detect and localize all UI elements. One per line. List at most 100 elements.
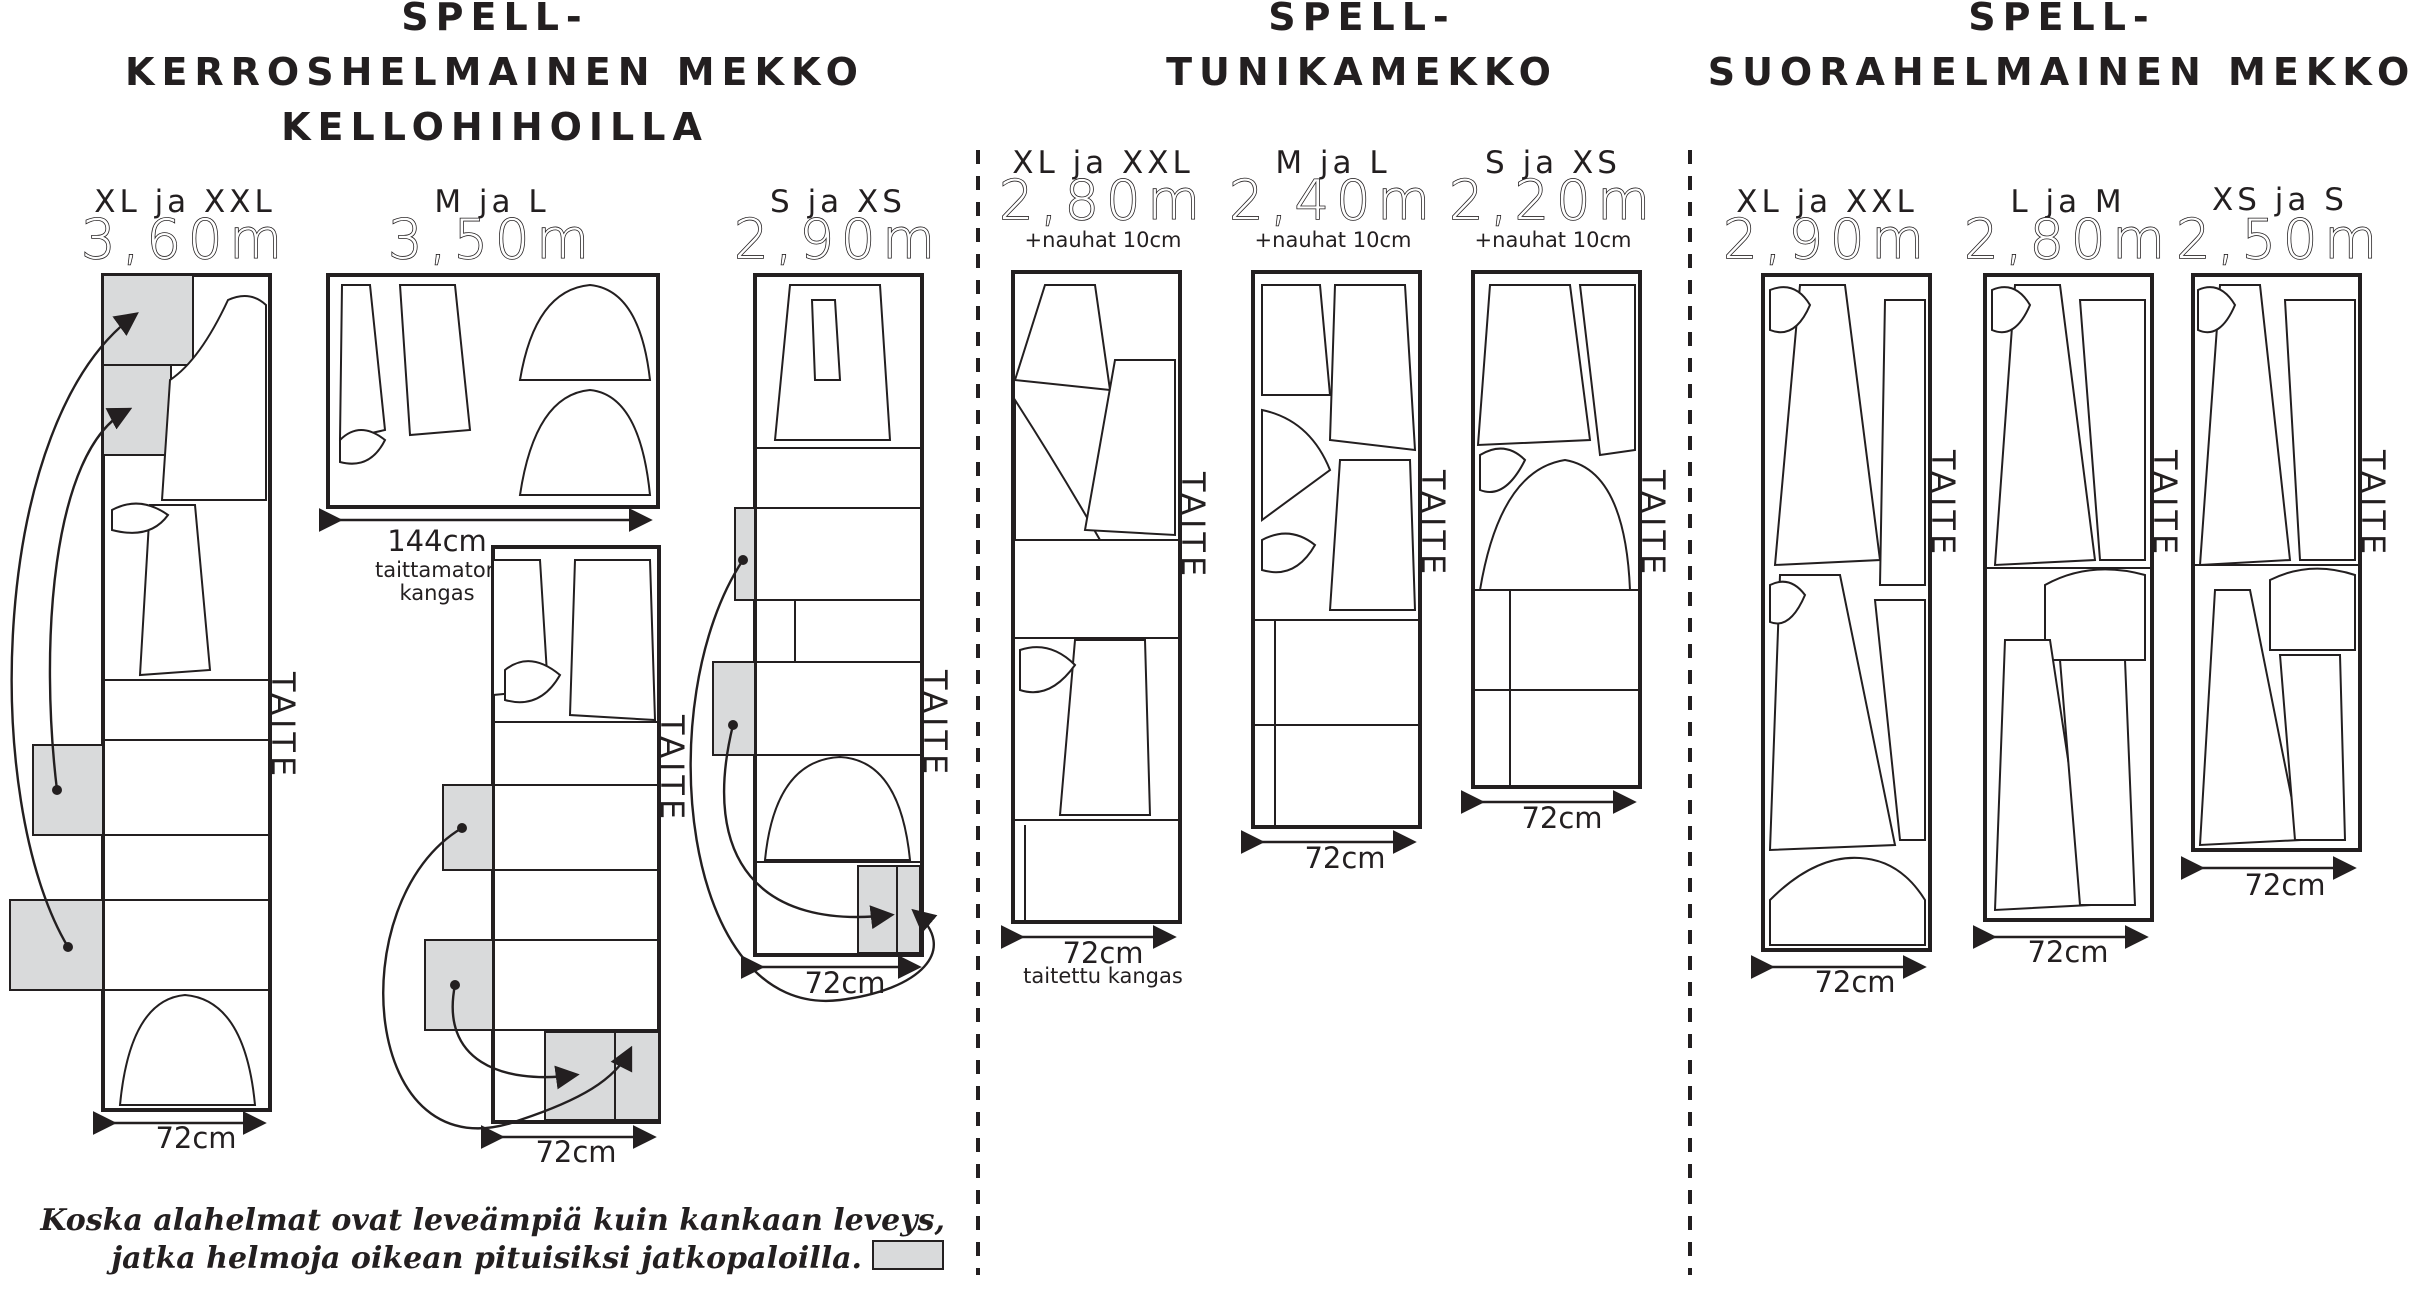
bodice-piece (1578, 284, 1636, 457)
move-arrow (382, 826, 633, 1130)
width-label-s3-l: 72cm (2027, 935, 2108, 969)
fold-label: TAITE (653, 714, 691, 823)
length-s2-xl: 2,80m (999, 169, 1207, 232)
width-label-s2-s: 72cm (1521, 801, 1602, 835)
sleeve-piece (1261, 408, 1332, 522)
section-1-title: SPELL- KERROSHELMAINEN MEKKO KELLOHIHOIL… (125, 0, 865, 149)
fabric-note-unfolded-1: taittamaton (375, 558, 499, 582)
pocket-piece (1261, 532, 1317, 574)
fold-label: TAITE (1174, 471, 1212, 580)
width-label-s1-m: 72cm (535, 1135, 616, 1169)
fold-label: TAITE (2146, 449, 2184, 558)
side-piece (1873, 599, 1926, 841)
layout-s3-xl: TAITE 72cm (1750, 273, 1962, 999)
sleeve-piece (1769, 286, 1812, 334)
extra-s2-m: +nauhat 10cm (1255, 228, 1412, 252)
layout-s3-xs: TAITE 72cm (2180, 273, 2392, 902)
move-arrow (10, 312, 139, 948)
bodice-piece (1261, 284, 1332, 396)
fold-label: TAITE (2354, 449, 2392, 558)
bodice-piece (1058, 639, 1152, 816)
length-s3-xl: 2,90m (1723, 208, 1931, 271)
facing-piece (810, 299, 842, 381)
fold-label: TAITE (1634, 469, 1672, 578)
extra-s2-s: +nauhat 10cm (1475, 228, 1632, 252)
extension-piece (442, 784, 494, 871)
layout-s3-l: TAITE 72cm (1972, 273, 2184, 969)
yoke-piece (2269, 567, 2356, 651)
extension-piece (102, 364, 172, 456)
length-s1-m: 3,50m (388, 208, 596, 271)
size-label-s3-l: L ja M (2010, 184, 2125, 220)
yoke-piece (1769, 856, 1926, 946)
size-label-s2-xl: XL ja XXL (1012, 145, 1194, 181)
size-label-s2-m: M ja L (1275, 145, 1390, 181)
pocket-piece (339, 429, 387, 465)
extension-piece (32, 744, 104, 836)
width-label-s2-m: 72cm (1304, 841, 1385, 875)
extension-piece (712, 661, 756, 756)
section-1-title-line-2: KERROSHELMAINEN MEKKO (125, 50, 865, 94)
bodice-piece (1476, 284, 1592, 447)
width-note-s2-xl: taitettu kangas (1023, 964, 1183, 988)
extension-note: Koska alahelmat ovat leveämpiä kuin kank… (39, 1203, 945, 1276)
layout-s1-s: TAITE 72cm (689, 273, 954, 1003)
move-arrow (451, 984, 580, 1090)
yoke-piece (2044, 568, 2146, 661)
size-label-s3-xl: XL ja XXL (1736, 184, 1918, 220)
size-label-s2-s: S ja XS (1485, 145, 1621, 181)
note-line-2: jatka helmoja oikean pituisiksi jatkopal… (106, 1241, 862, 1276)
length-s3-l: 2,80m (1964, 208, 2172, 271)
section-3-title-line-2: SUORAHELMAINEN MEKKO (1708, 50, 2409, 94)
sleeve-piece (1991, 286, 2032, 334)
arrow-origin-dot (450, 980, 460, 990)
move-arrow (689, 559, 938, 1003)
pocket-piece (1479, 447, 1527, 493)
side-piece (2078, 299, 2146, 561)
length-s2-m: 2,40m (1229, 169, 1437, 232)
width-label-s3-xs: 72cm (2244, 868, 2325, 902)
length-s1-s: 2,90m (734, 208, 942, 271)
section-2-title: SPELL- TUNIKAMEKKO (1166, 0, 1558, 94)
bodice-piece (398, 284, 472, 437)
bodice-piece (160, 295, 267, 501)
width-label-s1-m-top: 144cm (387, 524, 487, 558)
extension-piece (9, 899, 104, 991)
sleeve-piece (111, 502, 170, 534)
extension-piece (857, 865, 921, 954)
arrow-origin-dot (728, 720, 738, 730)
extension-swatch (872, 1240, 944, 1270)
side-piece (2283, 299, 2356, 561)
sleeve-piece (518, 283, 652, 381)
extension-piece (734, 507, 756, 601)
section-2-title-line-1: SPELL- (1268, 0, 1455, 39)
arrow-origin-dot (738, 555, 748, 565)
size-label-s1-xl: XL ja XXL (94, 184, 276, 220)
fold-label: TAITE (1924, 449, 1962, 558)
bodice-piece (138, 504, 212, 677)
move-arrow (722, 724, 895, 930)
side-piece (2278, 654, 2347, 841)
sleeve-piece (2197, 286, 2237, 334)
layout-s2-s: TAITE 72cm (1460, 270, 1672, 835)
skirt-piece (118, 993, 257, 1106)
width-label-s1-xl: 72cm (155, 1121, 236, 1155)
fabric-note-unfolded-2: kangas (399, 581, 474, 605)
sleeve-piece (1769, 580, 1807, 625)
length-s1-xl: 3,60m (81, 208, 289, 271)
section-1-title-line-1: SPELL- (401, 0, 588, 39)
front-piece (1993, 284, 2097, 567)
arrow-origin-dot (457, 823, 467, 833)
bodice-piece (1328, 459, 1417, 611)
section-3-title: SPELL- SUORAHELMAINEN MEKKO (1708, 0, 2409, 94)
layout-s2-m: TAITE 72cm (1240, 270, 1452, 875)
bodice-piece (338, 284, 387, 442)
size-label-s1-m: M ja L (434, 184, 549, 220)
section-2-title-line-2: TUNIKAMEKKO (1166, 50, 1558, 94)
back-piece (1768, 574, 1897, 852)
bodice-piece (568, 559, 657, 722)
section-1-title-line-3: KELLOHIHOILLA (281, 105, 709, 149)
length-s2-s: 2,20m (1449, 169, 1657, 232)
pocket-piece (504, 660, 562, 704)
